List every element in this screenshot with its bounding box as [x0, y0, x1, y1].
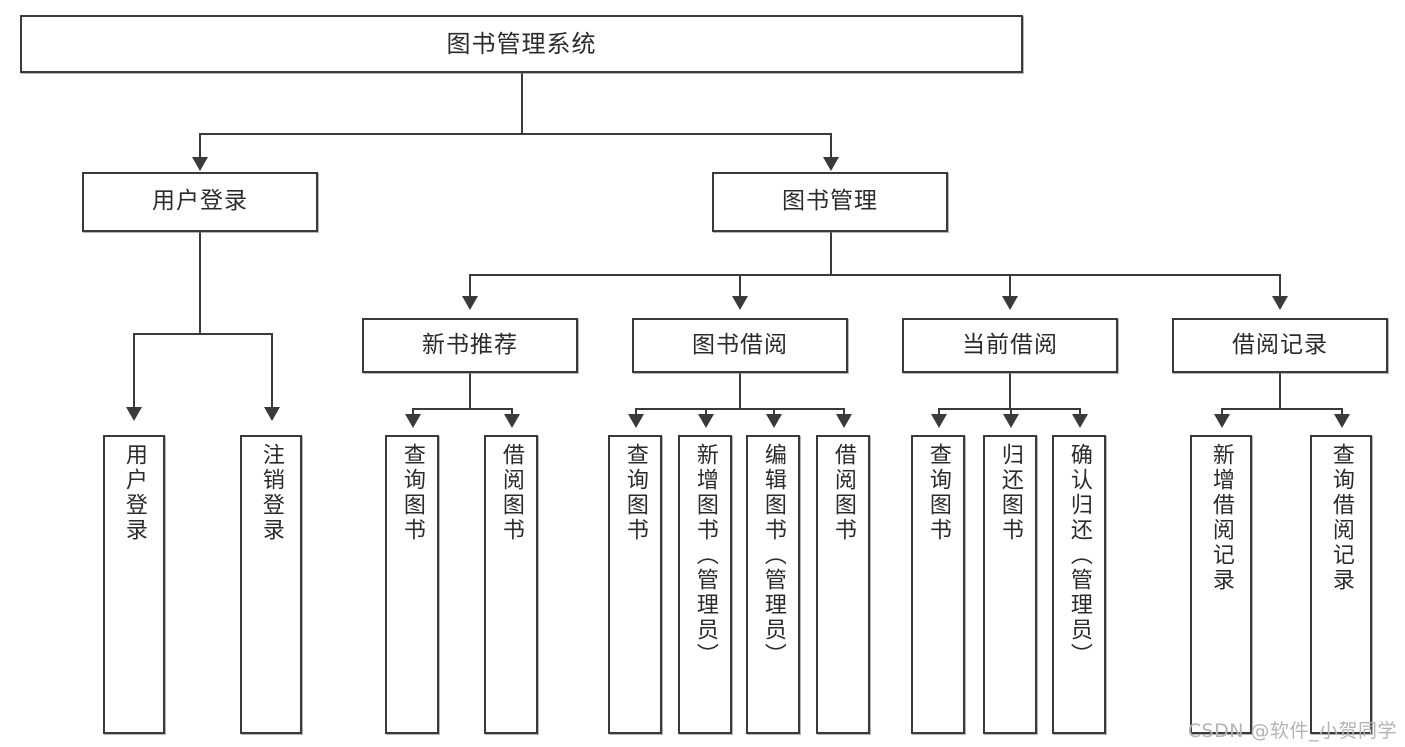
- node-label: 确认归还（管理员）: [1066, 443, 1092, 668]
- connector-userlogin-bus: [133, 333, 271, 335]
- node-label: 查询借阅记录: [1328, 443, 1354, 593]
- node-label: 图书管理: [782, 188, 878, 215]
- arrow-borrow-to-leaf3: [766, 414, 782, 428]
- connector-borrow-to-leaf1: [635, 408, 637, 416]
- connector-records-to-leaf2: [1341, 408, 1343, 416]
- node-label: 查询图书: [925, 443, 951, 543]
- connector-records-bus: [1221, 408, 1341, 410]
- arrow-bookmgmt-to-records: [1272, 296, 1288, 310]
- node-label: 归还图书: [997, 443, 1023, 543]
- arrow-current-to-leaf1: [931, 414, 947, 428]
- arrow-current-to-leaf2: [1003, 414, 1019, 428]
- leaf-query-borrow-record[interactable]: 查询借阅记录: [1310, 435, 1372, 734]
- node-borrow-records[interactable]: 借阅记录: [1172, 318, 1388, 373]
- connector-current-bus: [938, 408, 1079, 410]
- leaf-user-login[interactable]: 用户登录: [103, 435, 165, 734]
- leaf-query-book-borrow[interactable]: 查询图书: [608, 435, 662, 734]
- node-label: 借阅图书: [830, 443, 856, 543]
- connector-newbook-to-leaf2: [511, 408, 513, 416]
- arrow-userlogin-to-leaf2: [264, 407, 280, 421]
- connector-bookmgmt-bus: [469, 274, 1280, 276]
- connector-userlogin-to-leaf2: [271, 333, 273, 409]
- node-new-book-recommendation[interactable]: 新书推荐: [362, 318, 578, 373]
- connector-root-to-user-login: [199, 133, 201, 159]
- connector-bookmgmt-to-borrow: [739, 274, 741, 298]
- node-label: 用户登录: [152, 188, 248, 215]
- node-label: 当前借阅: [962, 331, 1058, 358]
- node-label: 新书推荐: [422, 331, 518, 358]
- arrow-root-to-book-mgmt: [823, 157, 839, 171]
- leaf-user-logout[interactable]: 注销登录: [240, 435, 302, 734]
- arrow-current-to-leaf3: [1072, 414, 1088, 428]
- node-label: 查询图书: [399, 443, 425, 543]
- connector-newbook-bus: [412, 408, 511, 410]
- arrow-userlogin-to-leaf1: [126, 407, 142, 421]
- node-book-borrowing[interactable]: 图书借阅: [632, 318, 848, 373]
- arrow-bookmgmt-to-current: [1002, 296, 1018, 310]
- arrow-borrow-to-leaf4: [836, 414, 852, 428]
- leaf-borrow-book-newbook[interactable]: 借阅图书: [484, 435, 538, 734]
- arrow-borrow-to-leaf2: [698, 414, 714, 428]
- connector-records-to-leaf1: [1221, 408, 1223, 416]
- node-label: 图书借阅: [692, 331, 788, 358]
- arrow-root-to-user-login: [192, 157, 208, 171]
- connector-borrow-to-leaf3: [773, 408, 775, 416]
- node-label: 查询图书: [622, 443, 648, 543]
- node-label: 借阅记录: [1232, 331, 1328, 358]
- leaf-confirm-return-admin[interactable]: 确认归还（管理员）: [1052, 435, 1106, 734]
- node-root-book-management-system[interactable]: 图书管理系统: [20, 15, 1023, 73]
- leaf-borrow-book[interactable]: 借阅图书: [816, 435, 870, 734]
- connector-current-to-leaf1: [938, 408, 940, 416]
- connector-current-to-leaf2: [1010, 408, 1012, 416]
- connector-root-bus: [199, 133, 831, 135]
- connector-current-stem: [1009, 373, 1011, 408]
- node-label: 用户登录: [121, 443, 147, 543]
- connector-borrow-stem: [739, 373, 741, 408]
- leaf-query-book-current[interactable]: 查询图书: [911, 435, 965, 734]
- connector-records-stem: [1279, 373, 1281, 408]
- connector-bookmgmt-to-newbook: [469, 274, 471, 298]
- arrow-bookmgmt-to-borrow: [732, 296, 748, 310]
- leaf-edit-book-admin[interactable]: 编辑图书（管理员）: [746, 435, 800, 734]
- connector-root-to-book-mgmt: [830, 133, 832, 159]
- connector-userlogin-to-leaf1: [133, 333, 135, 409]
- node-label: 新增借阅记录: [1208, 443, 1234, 593]
- node-label: 图书管理系统: [446, 29, 597, 58]
- node-label: 注销登录: [258, 443, 284, 543]
- arrow-bookmgmt-to-newbook: [462, 296, 478, 310]
- leaf-add-book-admin[interactable]: 新增图书（管理员）: [678, 435, 732, 734]
- node-label: 新增图书（管理员）: [692, 443, 718, 668]
- connector-bookmgmt-to-records: [1279, 274, 1281, 298]
- connector-newbook-to-leaf1: [412, 408, 414, 416]
- arrow-records-to-leaf2: [1334, 414, 1350, 428]
- leaf-query-book-newbook[interactable]: 查询图书: [385, 435, 439, 734]
- arrow-records-to-leaf1: [1214, 414, 1230, 428]
- connector-borrow-to-leaf4: [843, 408, 845, 416]
- node-label: 借阅图书: [498, 443, 524, 543]
- arrow-borrow-to-leaf1: [628, 414, 644, 428]
- connector-bookmgmt-stem: [830, 232, 832, 274]
- connector-root-stem: [521, 73, 523, 133]
- node-current-borrowing[interactable]: 当前借阅: [902, 318, 1118, 373]
- connector-current-to-leaf3: [1079, 408, 1081, 416]
- arrow-newbook-to-leaf2: [504, 414, 520, 428]
- arrow-newbook-to-leaf1: [405, 414, 421, 428]
- connector-borrow-bus: [635, 408, 843, 410]
- leaf-return-book[interactable]: 归还图书: [983, 435, 1037, 734]
- connector-borrow-to-leaf2: [705, 408, 707, 416]
- connector-userlogin-stem: [199, 232, 201, 333]
- node-label: 编辑图书（管理员）: [760, 443, 786, 668]
- node-book-management[interactable]: 图书管理: [712, 172, 948, 232]
- node-user-login[interactable]: 用户登录: [82, 172, 318, 232]
- leaf-add-borrow-record[interactable]: 新增借阅记录: [1190, 435, 1252, 734]
- csdn-watermark: CSDN @软件_小贺同学: [1187, 720, 1397, 742]
- connector-newbook-stem: [469, 373, 471, 408]
- connector-bookmgmt-to-current: [1009, 274, 1011, 298]
